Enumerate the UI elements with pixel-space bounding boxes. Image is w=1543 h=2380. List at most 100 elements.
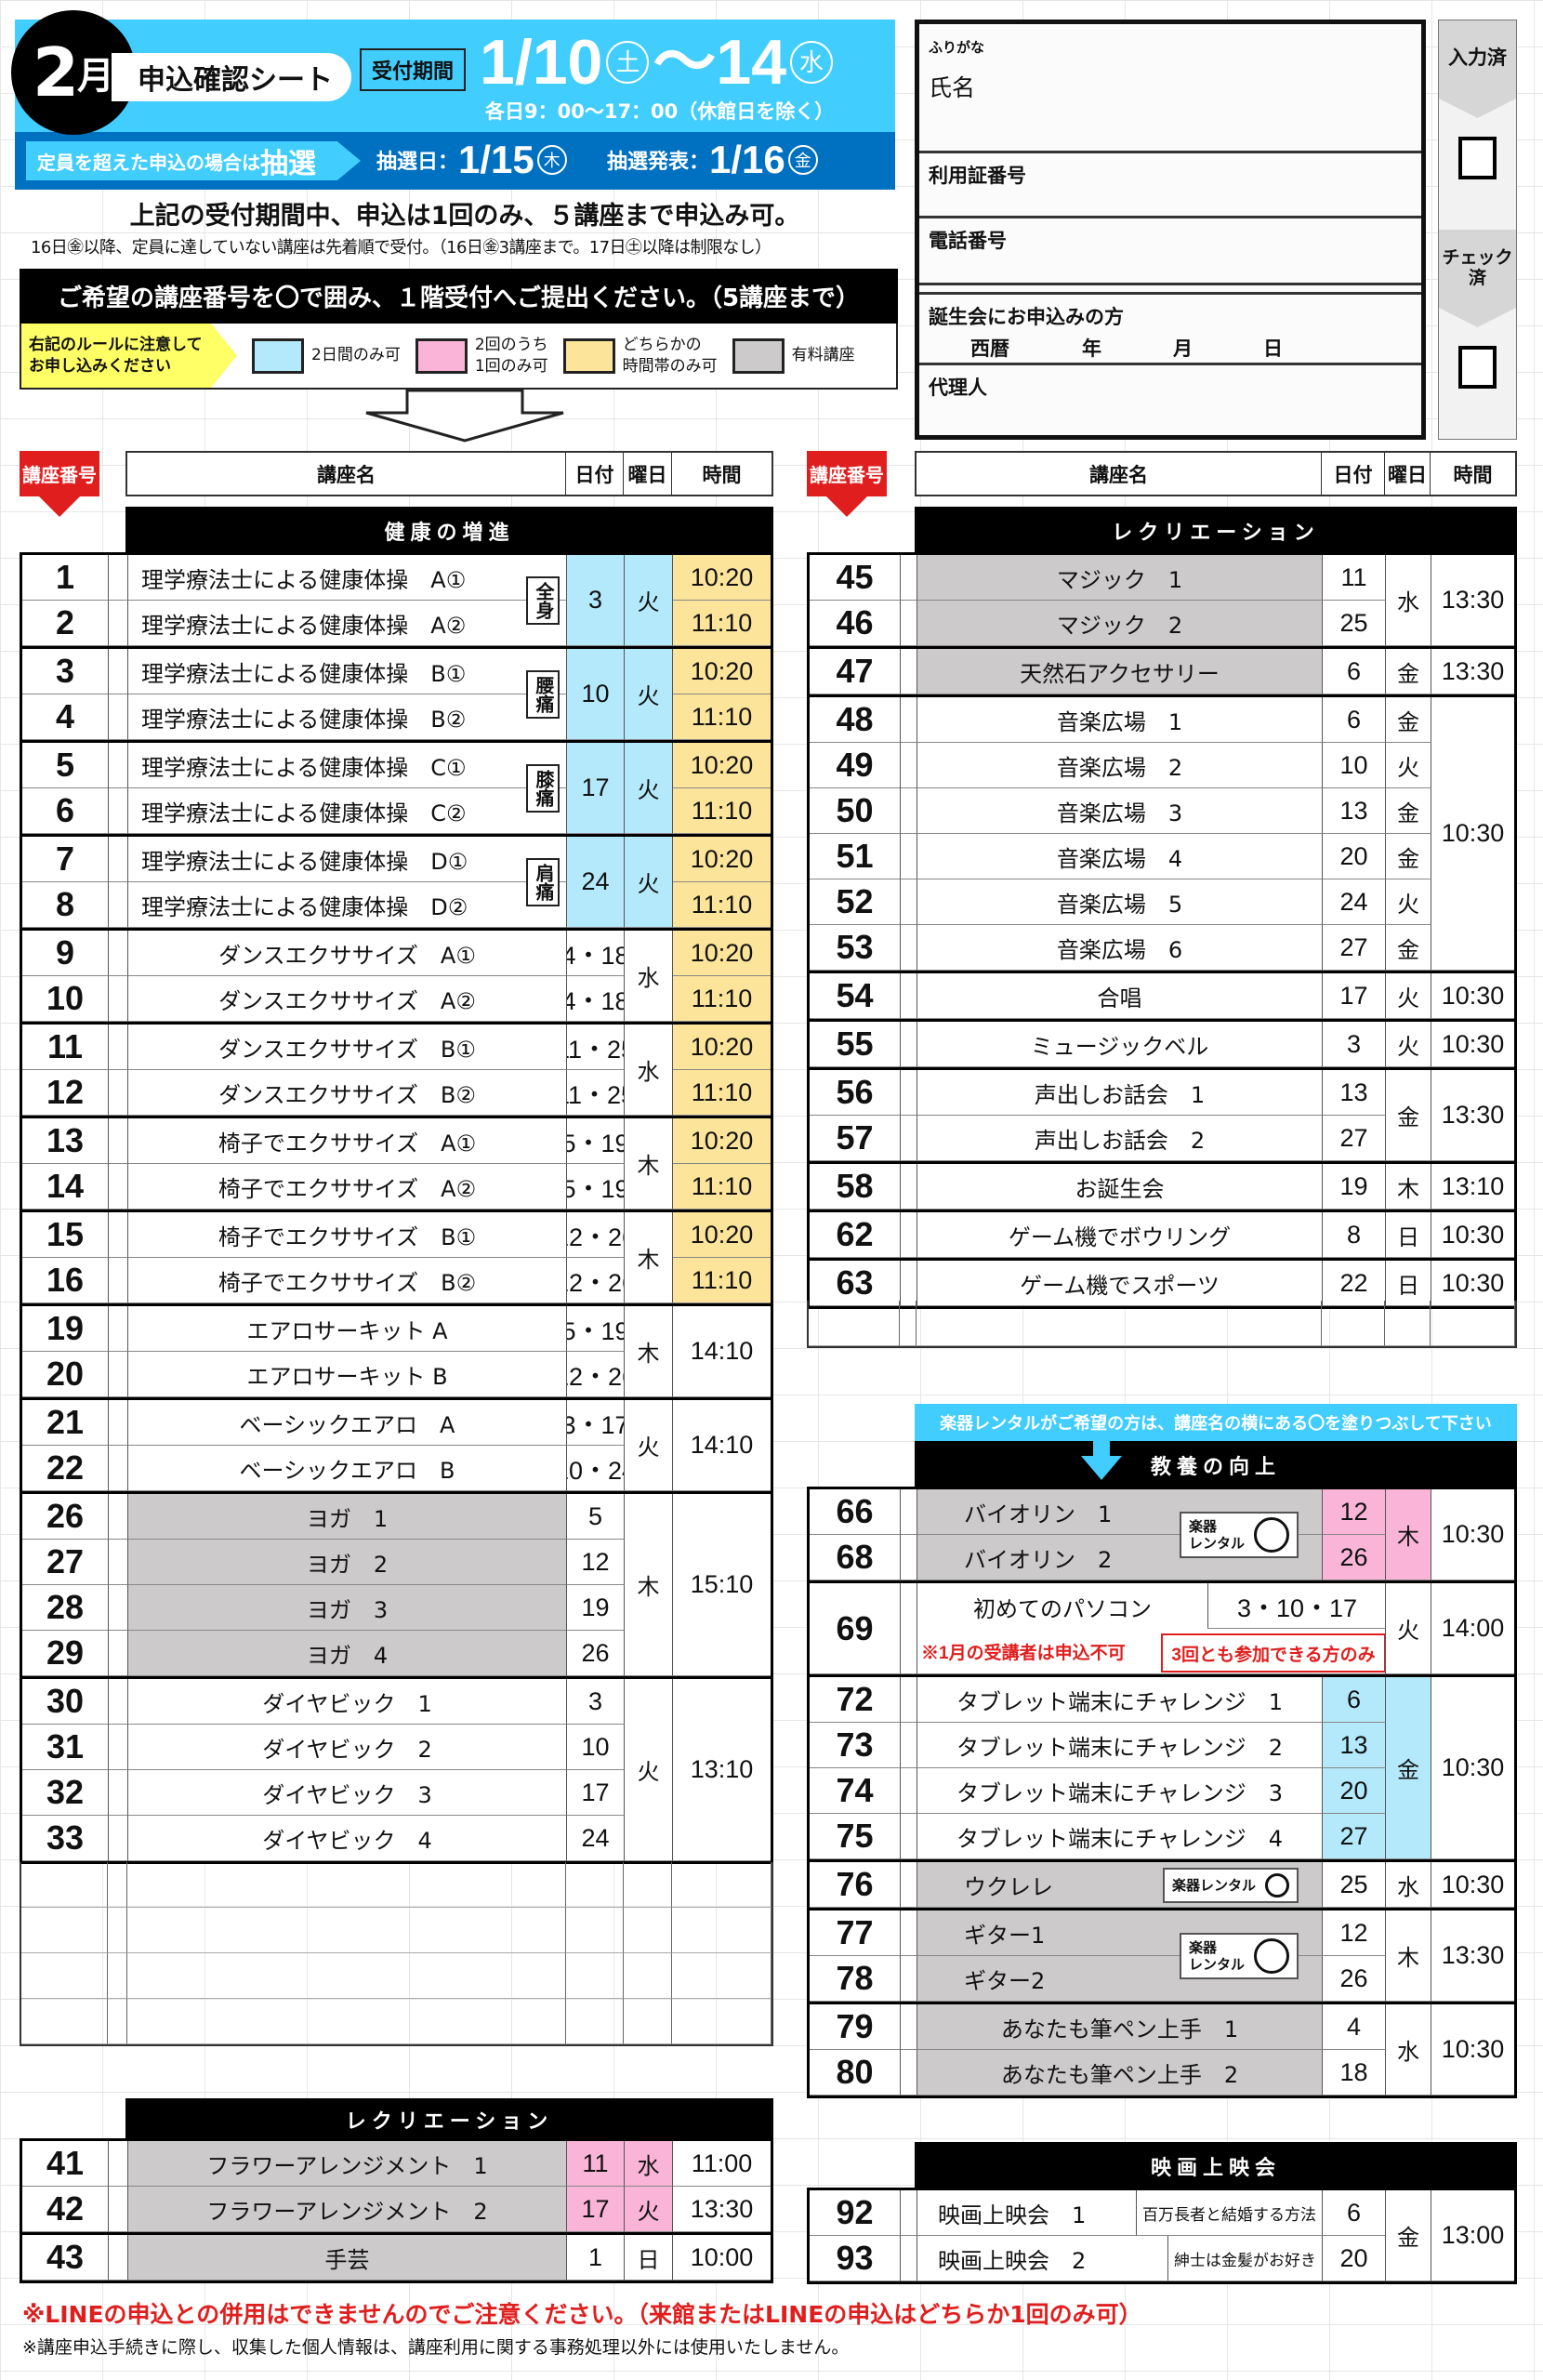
course-checkbox-cell[interactable] [109,2187,128,2232]
blank-cell[interactable] [809,1301,900,1346]
instrument-rental-option[interactable]: 楽器レンタル [1162,1867,1299,1903]
course-checkbox-cell[interactable] [901,1583,917,1674]
course-checkbox-cell[interactable] [109,837,128,882]
course-name[interactable]: フラワーアレンジメント 1 [128,2141,567,2187]
blank-cell[interactable] [21,1999,108,2044]
course-number[interactable]: 32 [22,1770,109,1816]
course-checkbox-cell[interactable] [901,1022,917,1067]
phone-field[interactable]: 電話番号 [919,218,1421,285]
course-checkbox-cell[interactable] [109,1725,128,1770]
course-name[interactable]: あなたも筆ペン上手 1 [917,2004,1323,2050]
course-name[interactable]: 合唱 [917,973,1323,1019]
course-checkbox-cell[interactable] [109,882,128,928]
birthday-field[interactable]: 誕生会にお申込みの方 西暦年月日 [919,295,1421,365]
course-number[interactable]: 20 [22,1352,109,1397]
blank-cell[interactable] [566,1953,624,1999]
course-number[interactable]: 93 [810,2236,901,2281]
course-checkbox-cell[interactable] [901,1535,917,1580]
course-checkbox-cell[interactable] [109,1164,128,1210]
course-number[interactable]: 77 [810,1911,901,1956]
course-number[interactable]: 57 [810,1116,901,1161]
course-checkbox-cell[interactable] [109,694,128,740]
course-checkbox-cell[interactable] [109,1400,128,1446]
course-number[interactable]: 46 [810,601,901,646]
course-number[interactable]: 80 [810,2050,901,2096]
course-checkbox-cell[interactable] [901,834,917,879]
course-checkbox-cell[interactable] [901,1723,917,1768]
checked-checkbox[interactable] [1458,346,1497,389]
course-number[interactable]: 8 [22,882,109,928]
course-checkbox-cell[interactable] [901,743,917,788]
course-checkbox-cell[interactable] [901,1862,917,1908]
course-name[interactable]: 手芸 [128,2235,567,2281]
course-name[interactable]: 理学療法士による健康体操 A① [128,555,567,601]
course-name[interactable]: タブレット端末にチャレンジ 2 [917,1723,1323,1768]
course-number[interactable]: 51 [810,834,901,879]
blank-cell[interactable] [624,1862,672,1908]
course-number[interactable]: 13 [22,1118,109,1164]
course-number[interactable]: 16 [22,1258,109,1303]
blank-cell[interactable] [127,1862,566,1908]
course-checkbox-cell[interactable] [901,1116,917,1161]
course-name[interactable]: 理学療法士による健康体操 C① [128,743,567,788]
course-checkbox-cell[interactable] [109,601,128,646]
course-checkbox-cell[interactable] [109,788,128,834]
course-name[interactable]: 音楽広場 2 [917,743,1323,788]
instrument-rental-option[interactable]: 楽器 レンタル [1179,1933,1299,1979]
course-name[interactable]: 音楽広場 4 [917,834,1323,879]
course-checkbox-cell[interactable] [109,1631,128,1676]
rental-circle-icon[interactable] [1254,1938,1289,1974]
course-number[interactable]: 79 [810,2004,901,2050]
course-checkbox-cell[interactable] [901,788,917,834]
course-checkbox-cell[interactable] [901,1261,917,1306]
course-name[interactable]: エアロサーキット B [128,1352,567,1397]
course-number[interactable]: 10 [22,976,109,1022]
course-number[interactable]: 74 [810,1768,901,1814]
course-name[interactable]: ダンスエクササイズ A② [128,976,567,1022]
course-checkbox-cell[interactable] [901,1070,917,1116]
course-checkbox-cell[interactable] [109,1770,128,1816]
course-number[interactable]: 41 [22,2141,109,2187]
course-checkbox-cell[interactable] [901,2050,917,2096]
course-name[interactable]: 椅子でエクササイズ A② [128,1164,567,1210]
course-name[interactable]: 声出しお話会 2 [917,1116,1323,1161]
course-checkbox-cell[interactable] [109,1540,128,1585]
course-checkbox-cell[interactable] [109,743,128,788]
blank-cell[interactable] [900,1301,917,1346]
course-number[interactable]: 26 [22,1494,109,1540]
course-number[interactable]: 2 [22,601,109,646]
course-number[interactable]: 22 [22,1446,109,1491]
course-checkbox-cell[interactable] [109,1212,128,1258]
course-name[interactable]: ヨガ 1 [128,1494,567,1540]
proxy-field[interactable]: 代理人 [919,365,1421,436]
course-name[interactable]: 理学療法士による健康体操 C② [128,788,567,834]
course-number[interactable]: 6 [22,788,109,834]
blank-cell[interactable] [624,1908,672,1953]
course-number[interactable]: 14 [22,1164,109,1210]
course-name[interactable]: お誕生会 [917,1164,1323,1210]
course-checkbox-cell[interactable] [109,1352,128,1397]
course-name[interactable]: 理学療法士による健康体操 D① [128,837,567,882]
course-checkbox-cell[interactable] [109,1306,128,1352]
course-number[interactable]: 92 [810,2190,901,2236]
course-name[interactable]: 音楽広場 5 [917,879,1323,925]
course-number[interactable]: 9 [22,931,109,976]
course-checkbox-cell[interactable] [901,2236,917,2281]
blank-cell[interactable] [672,1953,772,1999]
course-name[interactable]: フラワーアレンジメント 2 [128,2187,567,2232]
course-number[interactable]: 15 [22,1212,109,1258]
course-checkbox-cell[interactable] [901,925,917,971]
course-checkbox-cell[interactable] [109,931,128,976]
course-number[interactable]: 56 [810,1070,901,1116]
instrument-rental-option[interactable]: 楽器 レンタル [1179,1512,1299,1558]
course-name[interactable]: ゲーム機でボウリング [917,1212,1323,1258]
course-name[interactable]: 声出しお話会 1 [917,1070,1323,1116]
course-number[interactable]: 58 [810,1164,901,1210]
course-name[interactable]: 椅子でエクササイズ B② [128,1258,567,1303]
course-number[interactable]: 12 [22,1070,109,1116]
course-number[interactable]: 5 [22,743,109,788]
course-checkbox-cell[interactable] [109,1494,128,1540]
course-number[interactable]: 47 [810,649,901,694]
blank-cell[interactable] [1431,1301,1515,1346]
course-name[interactable]: ベーシックエアロ B [128,1446,567,1491]
